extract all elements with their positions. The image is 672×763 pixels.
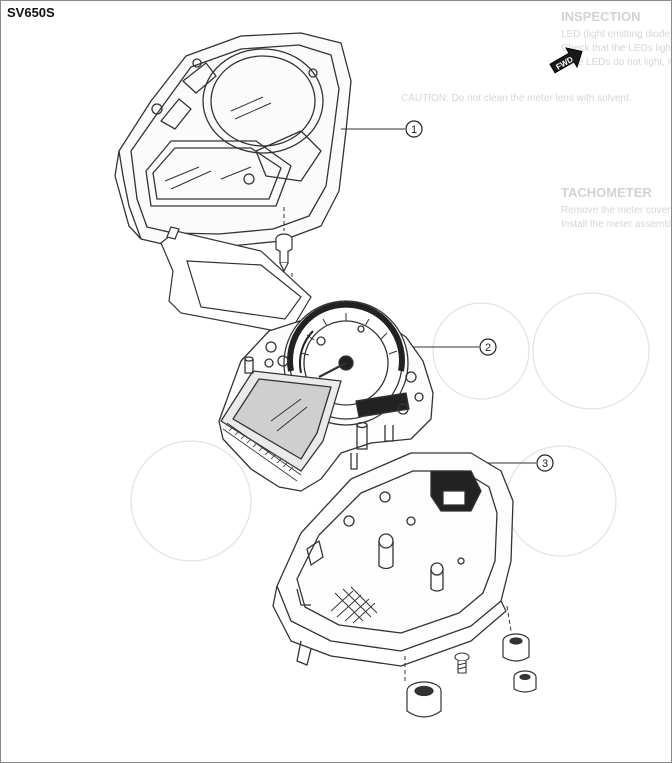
model-header: SV650S [7, 5, 55, 20]
callout-1-number: 1 [411, 124, 417, 136]
lower-case-part [272, 452, 514, 667]
bleed-line: LED (light emitting diode) [561, 29, 671, 40]
callout-2: 2 [479, 338, 497, 356]
lower-grommet-right-part [502, 633, 537, 693]
meter-assembly-part [218, 300, 434, 492]
bleed-line: If the LEDs do not light, replace the co… [561, 57, 671, 68]
lower-leader-lines [404, 605, 512, 683]
bleed-line: Check that the LEDs light immediately wh… [561, 43, 671, 54]
leader-lines [283, 128, 536, 464]
bleed-line: Install the meter assembly, then check t… [561, 219, 671, 230]
bleed-line: CAUTION: Do not clean the meter lens wit… [401, 93, 632, 104]
bleed-heading: INSPECTION [561, 9, 640, 24]
bleed-line: TACHOMETER [561, 185, 652, 200]
lcd-bracket-part [160, 226, 312, 332]
callout-1: 1 [405, 120, 423, 138]
lower-grommet-left-part [406, 681, 442, 718]
bleed-line: Remove the meter cover and disconnect th… [561, 205, 671, 216]
meter-cover-part [114, 32, 352, 248]
callout-2-number: 2 [485, 342, 491, 354]
callout-3-number: 3 [542, 458, 548, 470]
cover-grommet-part [275, 233, 293, 273]
screw-part [454, 652, 470, 674]
callout-3: 3 [536, 454, 554, 472]
